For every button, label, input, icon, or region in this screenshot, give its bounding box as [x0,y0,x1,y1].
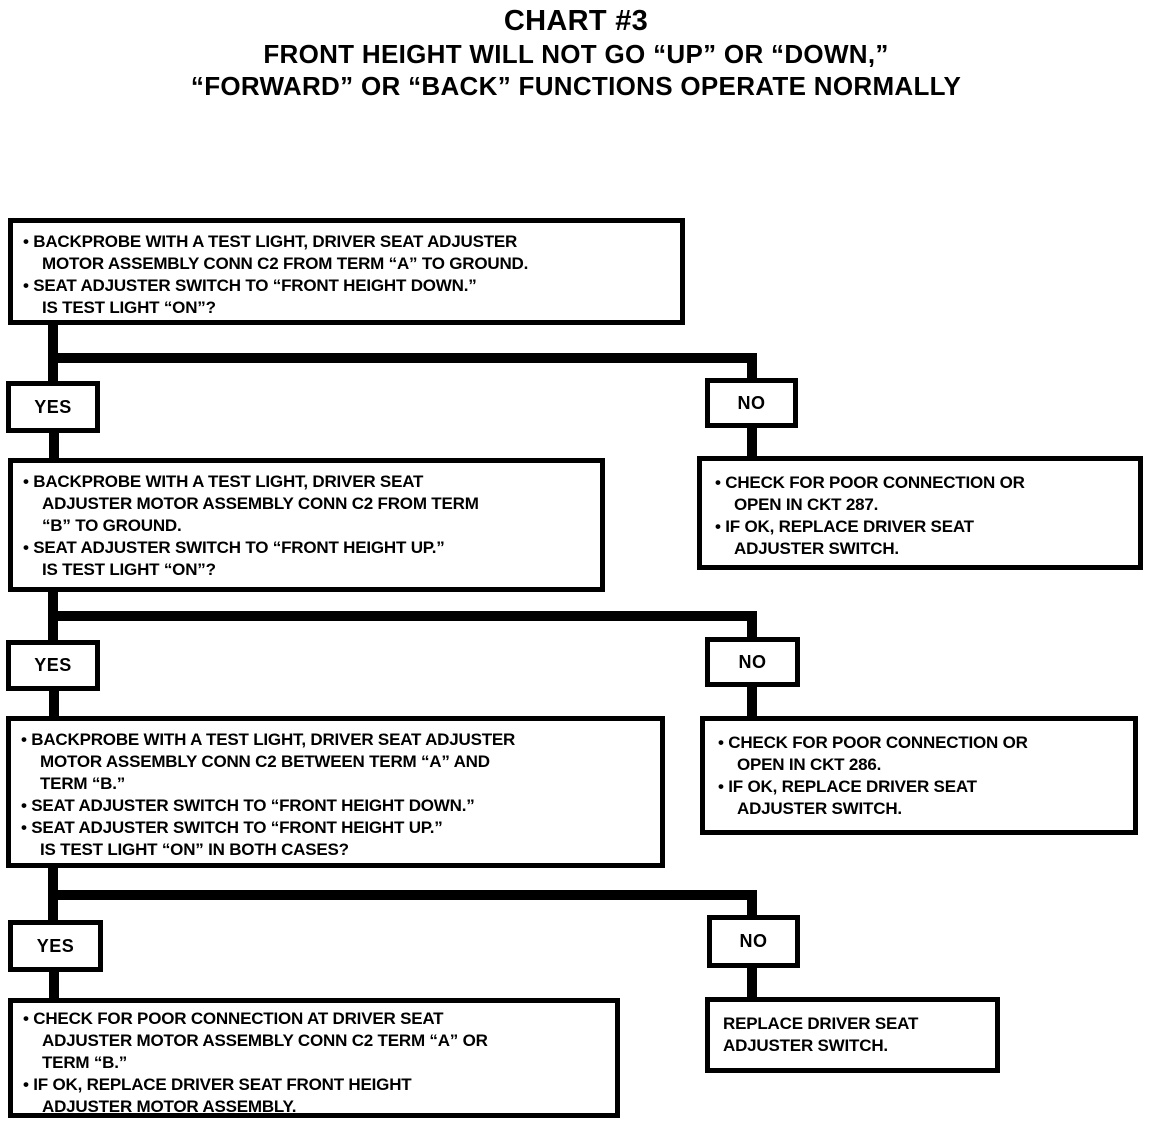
text-line: • SEAT ADJUSTER SWITCH TO “FRONT HEIGHT … [21,818,443,837]
no-tag-1: NO [705,378,798,428]
yes-tag-3-label: YES [36,935,75,956]
text-line: • IF OK, REPLACE DRIVER SEAT [718,777,977,796]
no-tag-2-label: NO [738,651,767,672]
text-line: • IF OK, REPLACE DRIVER SEAT FRONT HEIGH… [23,1075,412,1094]
decision-box-3: • BACKPROBE WITH A TEST LIGHT, DRIVER SE… [6,716,665,868]
text-line: “B” TO GROUND. [42,516,182,535]
chart-title-block: CHART #3 FRONT HEIGHT WILL NOT GO “UP” O… [0,4,1152,102]
connector-branch1-no1 [747,355,757,378]
text-line: • BACKPROBE WITH A TEST LIGHT, DRIVER SE… [21,730,516,749]
connector-branch3-horizontal [48,890,757,900]
no-tag-2: NO [705,637,800,687]
text-line: • CHECK FOR POOR CONNECTION AT DRIVER SE… [23,1009,444,1028]
yes-tag-3: YES [8,920,103,972]
text-line: OPEN IN CKT 286. [737,755,882,774]
text-line: ADJUSTER SWITCH. [734,539,899,558]
decision-box-1: • BACKPROBE WITH A TEST LIGHT, DRIVER SE… [8,218,685,325]
result-box-ckt286: • CHECK FOR POOR CONNECTION OR OPEN IN C… [700,716,1138,835]
text-line: • SEAT ADJUSTER SWITCH TO “FRONT HEIGHT … [23,276,477,295]
yes-tag-1-label: YES [34,396,72,417]
text-line: • BACKPROBE WITH A TEST LIGHT, DRIVER SE… [23,232,518,251]
text-line: MOTOR ASSEMBLY CONN C2 FROM TERM “A” TO … [42,254,529,273]
text-line: • SEAT ADJUSTER SWITCH TO “FRONT HEIGHT … [23,538,445,557]
chart-title: CHART #3 [503,5,649,37]
text-line: ADJUSTER SWITCH. [737,799,902,818]
text-line: • SEAT ADJUSTER SWITCH TO “FRONT HEIGHT … [21,796,475,815]
text-line: MOTOR ASSEMBLY CONN C2 BETWEEN TERM “A” … [40,752,490,771]
text-line: IS TEST LIGHT “ON”? [42,560,216,579]
text-line: IS TEST LIGHT “ON”? [42,298,216,317]
result-box-ckt286-text: • CHECK FOR POOR CONNECTION OR OPEN IN C… [705,721,1133,820]
text-line: ADJUSTER SWITCH. [723,1036,888,1055]
text-line: • CHECK FOR POOR CONNECTION OR [718,733,1028,752]
connector-no2-result286 [747,686,757,716]
connector-no1-result287 [747,427,757,457]
result-box-motor-assembly-text: • CHECK FOR POOR CONNECTION AT DRIVER SE… [13,1003,615,1118]
connector-branch1-horizontal [48,353,757,363]
text-line: OPEN IN CKT 287. [734,495,879,514]
text-line: ADJUSTER MOTOR ASSEMBLY CONN C2 FROM TER… [42,494,479,513]
connector-yes2-step3 [49,690,59,716]
connector-yes1-step2 [49,432,59,459]
chart-subtitle-line-2: “FORWARD” OR “BACK” FUNCTIONS OPERATE NO… [190,71,962,101]
no-tag-1-label: NO [737,392,766,413]
decision-box-3-text: • BACKPROBE WITH A TEST LIGHT, DRIVER SE… [11,721,660,861]
decision-box-1-text: • BACKPROBE WITH A TEST LIGHT, DRIVER SE… [13,223,680,319]
text-line: ADJUSTER MOTOR ASSEMBLY. [42,1097,297,1116]
connector-branch2-no2 [747,613,757,638]
decision-box-2-text: • BACKPROBE WITH A TEST LIGHT, DRIVER SE… [13,463,600,581]
result-box-motor-assembly: • CHECK FOR POOR CONNECTION AT DRIVER SE… [8,998,620,1118]
yes-tag-2-label: YES [34,655,72,675]
yes-tag-1: YES [6,381,100,433]
connector-no3-resultswitch [747,967,757,998]
decision-box-2: • BACKPROBE WITH A TEST LIGHT, DRIVER SE… [8,458,605,592]
result-box-ckt287: • CHECK FOR POOR CONNECTION OR OPEN IN C… [697,456,1143,570]
result-box-replace-switch: REPLACE DRIVER SEAT ADJUSTER SWITCH. [705,997,1000,1073]
chart-subtitle-line-1: FRONT HEIGHT WILL NOT GO “UP” OR “DOWN,” [263,39,889,69]
text-line: TERM “B.” [40,774,126,793]
text-line: IS TEST LIGHT “ON” IN BOTH CASES? [40,840,349,859]
text-line: ADJUSTER MOTOR ASSEMBLY CONN C2 TERM “A”… [42,1031,488,1050]
text-line: • BACKPROBE WITH A TEST LIGHT, DRIVER SE… [23,472,424,491]
connector-branch3-no3 [747,892,757,916]
text-line: • IF OK, REPLACE DRIVER SEAT [715,517,974,536]
text-line: • CHECK FOR POOR CONNECTION OR [715,473,1025,492]
no-tag-3-label: NO [739,931,768,951]
connector-step1-yes1 [48,324,58,381]
result-box-replace-switch-text: REPLACE DRIVER SEAT ADJUSTER SWITCH. [710,1002,995,1057]
connector-branch2-horizontal [48,611,757,621]
connector-yes3-resultmotor [49,971,59,999]
text-line: TERM “B.” [42,1053,128,1072]
result-box-ckt287-text: • CHECK FOR POOR CONNECTION OR OPEN IN C… [702,461,1138,560]
text-line: REPLACE DRIVER SEAT [723,1014,919,1033]
no-tag-3: NO [707,915,800,968]
yes-tag-2: YES [6,640,100,691]
